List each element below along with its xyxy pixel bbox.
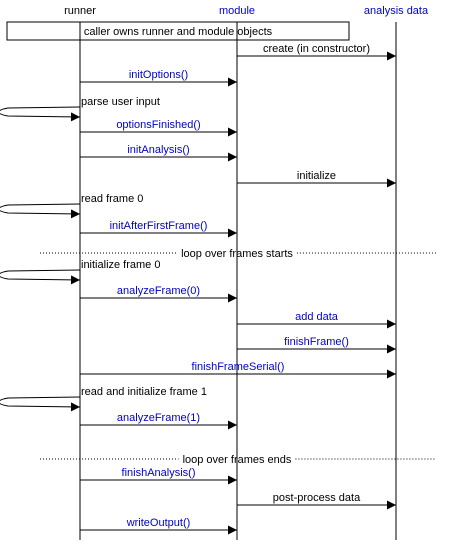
message-label: create (in constructor) <box>263 43 370 55</box>
caption-box <box>6 21 350 41</box>
self-message-label: read frame 0 <box>81 193 143 205</box>
self-message-label: initialize frame 0 <box>81 259 160 271</box>
message-label: initOptions() <box>129 69 188 81</box>
self-message-label: parse user input <box>81 96 160 108</box>
self-message-arrow <box>0 106 81 122</box>
participant-module: module <box>219 5 255 17</box>
message-label: analyzeFrame(0) <box>117 285 200 297</box>
message-label: initAfterFirstFrame() <box>110 220 208 232</box>
message-label: post-process data <box>273 492 361 504</box>
message-label: finishAnalysis() <box>122 467 196 479</box>
self-message-arrow <box>0 396 81 412</box>
message-label: initialize <box>297 170 336 182</box>
participant-runner: runner <box>64 5 96 17</box>
message-label: optionsFinished() <box>116 119 200 131</box>
self-message-arrow <box>0 269 81 285</box>
caption-text: caller owns runner and module objects <box>84 26 273 38</box>
self-message-arrow <box>0 203 81 219</box>
loop-divider-label: loop over frames ends <box>183 454 292 466</box>
self-message-label: read and initialize frame 1 <box>81 386 207 398</box>
message-label: analyzeFrame(1) <box>117 412 200 424</box>
message-label: finishFrame() <box>284 336 349 348</box>
message-label: initAnalysis() <box>127 144 189 156</box>
loop-divider-label: loop over frames starts <box>181 248 293 260</box>
message-label: writeOutput() <box>126 517 191 529</box>
participant-analysis: analysis data <box>364 5 429 17</box>
message-label: finishFrameSerial() <box>192 361 285 373</box>
message-label: add data <box>295 311 339 323</box>
